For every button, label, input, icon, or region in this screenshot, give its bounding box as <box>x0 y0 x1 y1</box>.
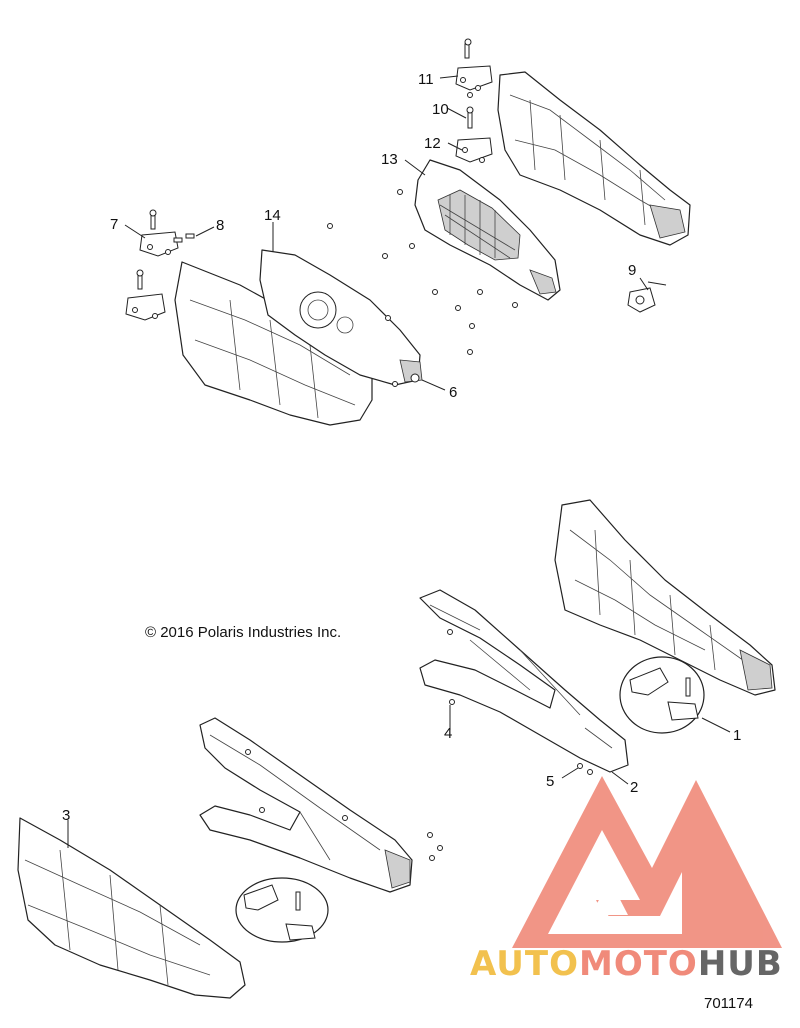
fasteners-lower <box>245 629 593 861</box>
fasteners-upper <box>327 189 518 387</box>
watermark-text: AUTOMOTOHUB <box>470 944 783 984</box>
watermark-hub: HUB <box>698 944 783 984</box>
document-number: 701174 <box>704 995 753 1012</box>
latch-detail-bubble-left <box>235 877 329 943</box>
hinge-lower <box>455 137 493 163</box>
callout-8: 8 <box>216 217 224 234</box>
door-mesh-panel <box>414 159 561 301</box>
callout-6: 6 <box>449 384 457 401</box>
callout-5: 5 <box>546 773 554 790</box>
door-latch <box>627 281 667 313</box>
door-inner-speaker-panel <box>259 249 423 386</box>
callout-11: 11 <box>418 71 434 88</box>
svg-text:AUTOMOTOHUB: AUTOMOTOHUB <box>470 944 783 984</box>
watermark-auto: AUTO <box>470 944 579 984</box>
callout-numbers: 11 10 12 13 7 8 14 9 6 1 4 5 2 3 <box>62 71 741 824</box>
copyright-notice: © 2016 Polaris Industries Inc. <box>145 624 341 641</box>
lower-door-frame-right <box>554 499 776 696</box>
callout-12: 12 <box>424 135 441 152</box>
callout-leaders <box>67 75 649 848</box>
callout-10: 10 <box>432 101 449 118</box>
lower-door-frame-left <box>199 717 413 893</box>
callout-4: 4 <box>444 725 452 742</box>
callout-14: 14 <box>264 207 281 224</box>
watermark-moto: MOTO <box>579 944 698 984</box>
callout-7: 7 <box>110 216 118 233</box>
hinge-upper <box>455 38 493 98</box>
lower-door-frame-middle <box>419 589 629 773</box>
hinge-left-upper <box>139 209 195 257</box>
callout-3: 3 <box>62 807 70 824</box>
callout-1: 1 <box>733 727 741 744</box>
hinge-left-lower <box>125 269 166 321</box>
bolt-10 <box>466 106 474 129</box>
callout-13: 13 <box>381 151 398 168</box>
callout-2: 2 <box>630 779 638 796</box>
upper-door-frame <box>497 71 691 246</box>
callout-9: 9 <box>628 262 636 279</box>
lower-door-panel <box>17 817 246 999</box>
watermark-logo <box>512 776 782 948</box>
latch-detail-bubble-right <box>619 656 731 734</box>
